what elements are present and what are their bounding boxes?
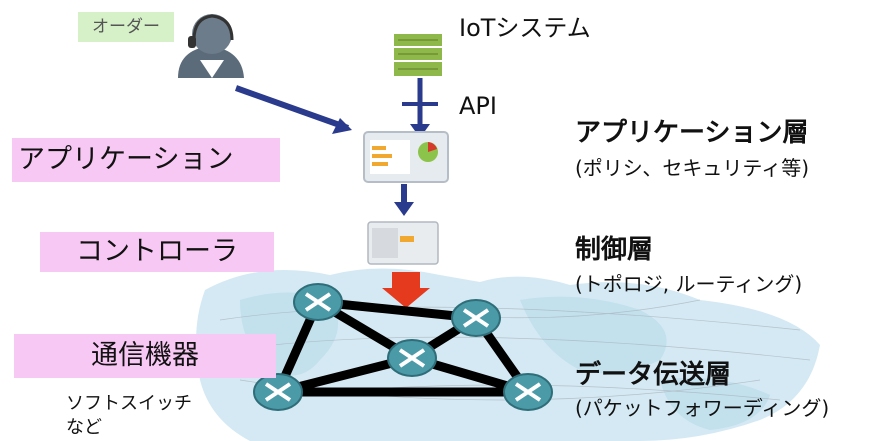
router-icon	[253, 373, 303, 411]
router-icon	[387, 339, 437, 377]
server-rack-icon	[394, 34, 442, 76]
device-box: 通信機器	[14, 334, 276, 378]
application-box: アプリケーション	[12, 138, 280, 182]
application-window-icon	[363, 131, 449, 183]
controller-box: コントローラ	[40, 232, 274, 272]
device-note-line2: など	[66, 417, 102, 438]
device-note-line1: ソフトスイッチ	[66, 393, 192, 414]
operator-headset-icon	[178, 14, 244, 78]
router-icon	[503, 373, 553, 411]
order-label: オーダー	[78, 12, 174, 42]
data-transport-layer-subtitle: (パケットフォワーディング)	[575, 396, 830, 420]
controller-server-icon	[367, 221, 439, 265]
data-transport-layer-title: データ伝送層	[575, 360, 732, 390]
api-label: API	[459, 92, 497, 120]
world-map-background	[196, 268, 820, 441]
down-arrow	[382, 272, 430, 308]
router-icon	[451, 299, 501, 337]
iot-system-label: IoTシステム	[459, 14, 591, 42]
router-icon	[293, 283, 343, 321]
device-note: ソフトスイッチ など	[66, 392, 192, 440]
application-layer-subtitle: (ポリシ、セキュリティ等)	[575, 156, 810, 180]
control-layer-title: 制御層	[575, 235, 654, 265]
control-layer-subtitle: (トポロジ, ルーティング)	[575, 272, 803, 296]
application-layer-title: アプリケーション層	[575, 118, 809, 148]
